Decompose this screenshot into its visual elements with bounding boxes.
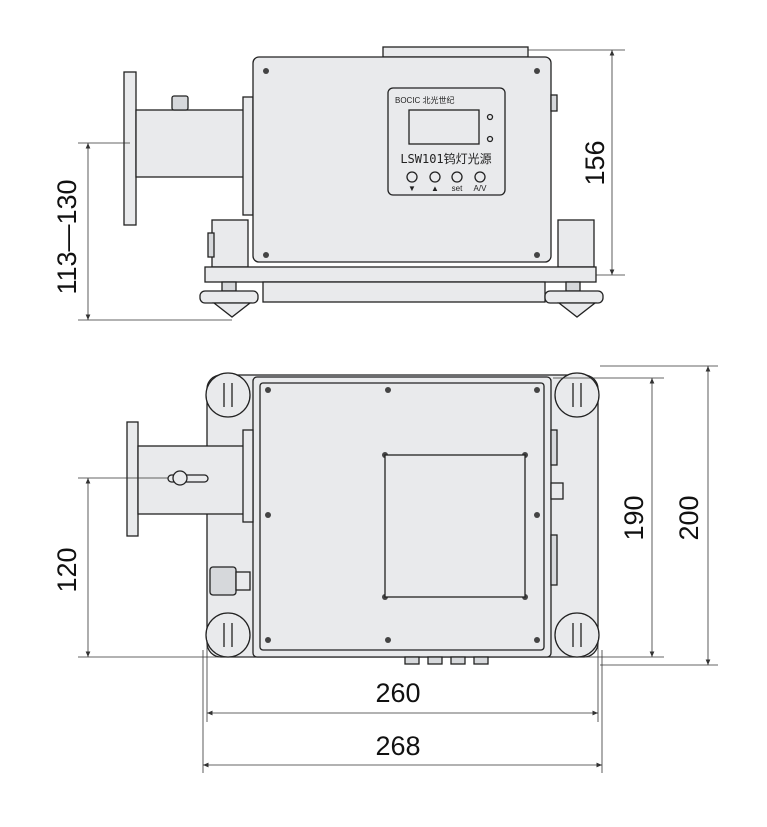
- brand-label: BOCIC 北光世纪: [395, 95, 455, 105]
- right-foot: [544, 281, 604, 318]
- side-switch: [550, 429, 558, 466]
- svg-text:set: set: [452, 184, 463, 193]
- base-lower: [262, 281, 546, 303]
- left-foot: [199, 281, 259, 318]
- tube: [137, 445, 246, 515]
- side-knob: [209, 566, 251, 596]
- top-bar: [382, 46, 529, 58]
- dim-axis-height: 113—130: [52, 179, 82, 294]
- side-view: BOCIC 北光世纪 LSW101钨灯光源 ▼ ▲ set A/V: [52, 46, 625, 321]
- flange: [126, 421, 139, 537]
- svg-text:▼: ▼: [408, 184, 416, 193]
- dim-axis-offset: 120: [52, 547, 82, 592]
- up-button[interactable]: [429, 171, 441, 183]
- keyhole-adjuster: [167, 470, 209, 486]
- av-button[interactable]: [474, 171, 486, 183]
- dim-depth-outer: 200: [674, 495, 704, 540]
- svg-text:A/V: A/V: [474, 184, 488, 193]
- control-panel: BOCIC 北光世纪 LSW101钨灯光源 ▼ ▲ set A/V: [387, 87, 506, 196]
- dim-depth-inner: 190: [619, 495, 649, 540]
- down-button[interactable]: [406, 171, 418, 183]
- tube-knob: [171, 95, 189, 111]
- set-button[interactable]: [451, 171, 463, 183]
- dim-width-inner: 260: [375, 678, 420, 708]
- svg-text:▲: ▲: [431, 184, 439, 193]
- tube: [135, 109, 246, 178]
- indicator-led: [486, 113, 494, 121]
- side-rail: [550, 534, 558, 586]
- right-block: [557, 219, 595, 268]
- rear-connectors: [404, 656, 489, 665]
- lamp-access-plate: [384, 454, 526, 598]
- side-port: [550, 482, 564, 500]
- dim-height: 156: [580, 140, 610, 185]
- indicator-led: [486, 135, 494, 143]
- model-label: LSW101钨灯光源: [400, 151, 491, 166]
- collar: [242, 429, 254, 523]
- corner-wheels: [205, 372, 600, 658]
- display-screen: [408, 109, 480, 145]
- flange: [123, 71, 137, 226]
- side-switch: [550, 94, 558, 112]
- collar: [242, 96, 254, 216]
- plan-view: 190 200 120 260 268: [52, 365, 718, 773]
- left-knob: [207, 232, 215, 258]
- base-plate: [204, 266, 597, 283]
- left-block: [211, 219, 249, 268]
- dim-width-outer: 268: [375, 731, 420, 761]
